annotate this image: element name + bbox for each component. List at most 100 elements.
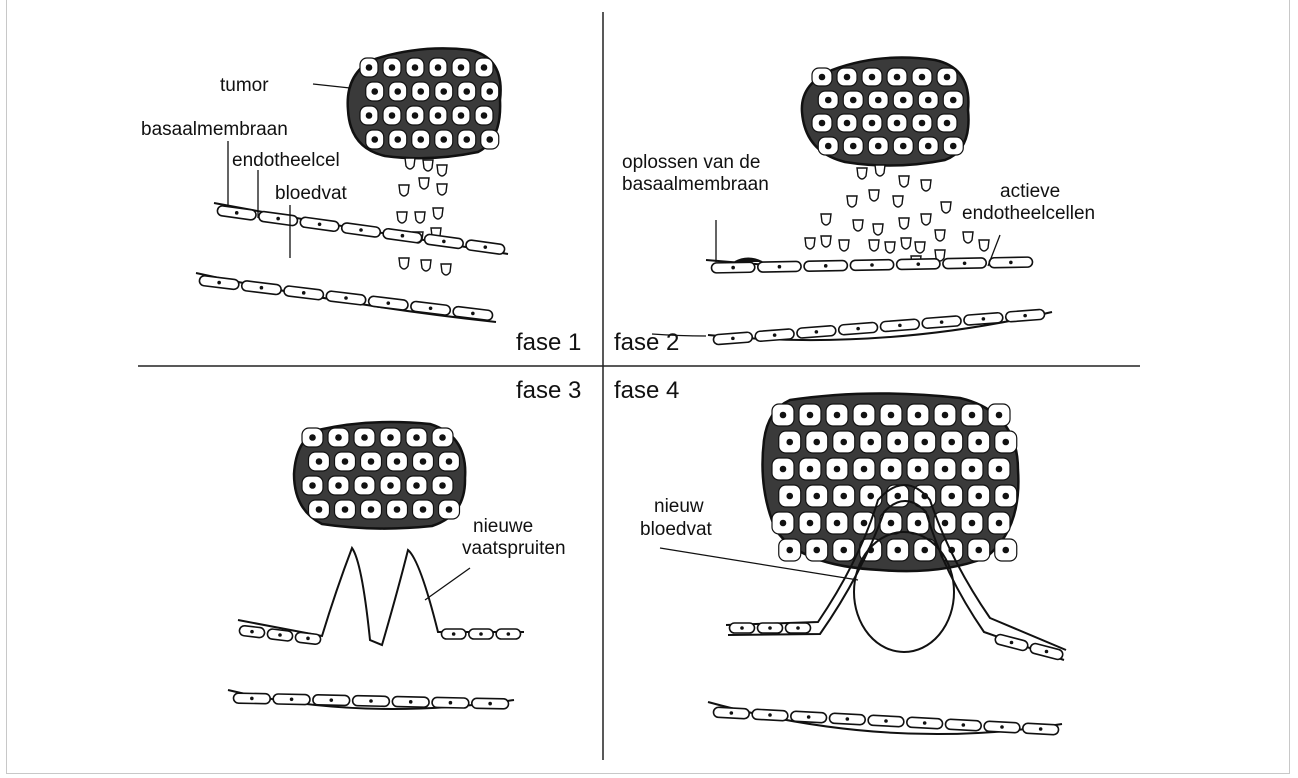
cell-nucleus — [446, 506, 453, 513]
cell-nucleus — [962, 723, 966, 727]
cell-nucleus — [361, 434, 368, 441]
cell-nucleus — [780, 412, 787, 419]
cell-nucleus — [387, 434, 394, 441]
cell-nucleus — [861, 412, 868, 419]
cell-nucleus — [870, 263, 874, 267]
label-oplossen-line1: oplossen van de — [622, 152, 760, 173]
cell-nucleus — [894, 493, 901, 500]
cell-nucleus — [452, 632, 456, 636]
cell-nucleus — [471, 312, 475, 316]
cell-nucleus — [463, 136, 470, 143]
cell-nucleus — [1002, 547, 1009, 554]
growth-factor-drop — [399, 185, 409, 196]
cell-nucleus — [813, 493, 820, 500]
cell-nucleus — [819, 120, 826, 127]
cell-nucleus — [329, 698, 333, 702]
cell-nucleus — [834, 520, 841, 527]
cell-nucleus — [825, 143, 832, 150]
growth-factor-drop — [963, 232, 973, 243]
cell-nucleus — [944, 74, 951, 81]
cell-nucleus — [235, 211, 239, 215]
cell-nucleus — [335, 434, 342, 441]
cell-nucleus — [861, 466, 868, 473]
label-nieuwe-line2: vaatspruiten — [462, 538, 566, 559]
cell-nucleus — [942, 466, 949, 473]
cell-nucleus — [813, 439, 820, 446]
cell-nucleus — [394, 458, 401, 465]
cell-nucleus — [389, 112, 396, 119]
phase-2-label: fase 2 — [614, 329, 679, 356]
growth-factor-drop — [421, 260, 431, 271]
cell-nucleus — [819, 74, 826, 81]
cell-nucleus — [488, 702, 492, 706]
growth-factor-drop — [899, 176, 909, 187]
growth-factor-drop — [437, 165, 447, 176]
cell-nucleus — [942, 520, 949, 527]
label-endotheelcel: endotheelcel — [232, 150, 340, 171]
sprouting-vessel-3 — [238, 548, 524, 645]
cell-nucleus — [394, 88, 401, 95]
growth-factor-drops-1 — [397, 158, 451, 275]
cell-nucleus — [309, 482, 316, 489]
cell-nucleus — [316, 458, 323, 465]
cell-nucleus — [875, 143, 882, 150]
cell-nucleus — [361, 482, 368, 489]
cell-nucleus — [417, 88, 424, 95]
cell-nucleus — [278, 633, 282, 637]
cell-nucleus — [846, 717, 850, 721]
growth-factor-drop — [873, 224, 883, 235]
tumor-3 — [294, 422, 465, 529]
cell-nucleus — [867, 439, 874, 446]
cell-nucleus — [900, 143, 907, 150]
cell-nucleus — [948, 493, 955, 500]
cell-nucleus — [401, 234, 405, 238]
cell-nucleus — [435, 64, 442, 71]
label-actieve-line1: actieve — [1000, 181, 1060, 202]
growth-factor-drop — [847, 196, 857, 207]
cell-nucleus — [796, 626, 800, 630]
cell-nucleus — [768, 626, 772, 630]
cell-nucleus — [807, 715, 811, 719]
cell-nucleus — [368, 458, 375, 465]
label-bloedvat: bloedvat — [275, 183, 348, 204]
cell-nucleus — [302, 291, 306, 295]
cell-nucleus — [840, 493, 847, 500]
cell-nucleus — [366, 112, 373, 119]
cell-nucleus — [925, 97, 932, 104]
cell-nucleus — [807, 520, 814, 527]
phase-1-label: fase 1 — [516, 329, 581, 356]
phase-4-panel: fase 4 nieuw bloedvat — [614, 377, 1066, 735]
cell-nucleus — [306, 637, 310, 641]
cell-nucleus — [1010, 641, 1014, 645]
cell-nucleus — [417, 136, 424, 143]
cell-nucleus — [894, 74, 901, 81]
growth-factor-drop — [899, 218, 909, 229]
cell-nucleus — [950, 143, 957, 150]
cell-nucleus — [359, 228, 363, 232]
cell-nucleus — [486, 136, 493, 143]
cell-nucleus — [369, 699, 373, 703]
lower-vessel-wall-1 — [196, 273, 496, 322]
cell-nucleus — [1000, 725, 1004, 729]
cell-nucleus — [898, 324, 902, 328]
dissolving-vessel-wall-2 — [706, 257, 1033, 273]
cell-nucleus — [318, 222, 322, 226]
cell-nucleus — [429, 306, 433, 310]
cell-nucleus — [975, 439, 982, 446]
cell-nucleus — [1002, 493, 1009, 500]
label-nieuw-line2: bloedvat — [640, 519, 713, 540]
growth-factor-drop — [979, 240, 989, 251]
cell-nucleus — [840, 439, 847, 446]
cell-nucleus — [1002, 439, 1009, 446]
cell-nucleus — [921, 439, 928, 446]
cell-nucleus — [446, 458, 453, 465]
cell-nucleus — [861, 520, 868, 527]
cell-nucleus — [996, 520, 1003, 527]
cell-nucleus — [807, 466, 814, 473]
cell-nucleus — [394, 506, 401, 513]
cell-nucleus — [366, 64, 373, 71]
cell-nucleus — [915, 412, 922, 419]
cell-nucleus — [915, 466, 922, 473]
growth-factor-drop — [399, 258, 409, 269]
cell-nucleus — [834, 412, 841, 419]
